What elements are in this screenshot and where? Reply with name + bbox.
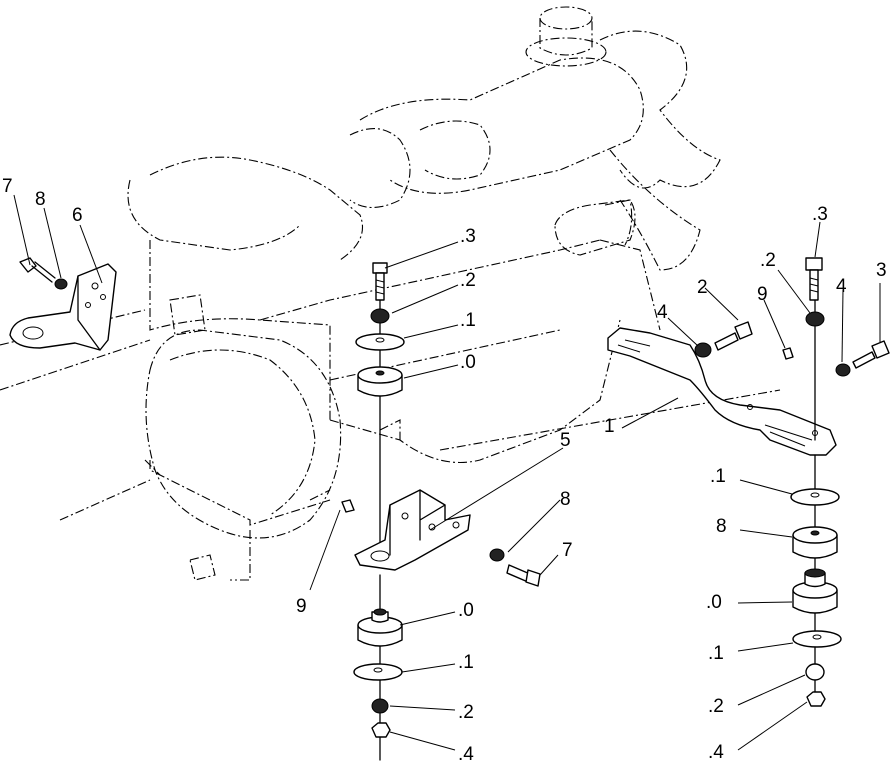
callout-right-4b: 4 (836, 276, 847, 297)
callout-right-0: .0 (706, 592, 722, 613)
pin-right (782, 347, 794, 360)
bolt-centre-bracket (506, 564, 541, 587)
callout-right-1b: .1 (708, 643, 724, 664)
cushion-right-8 (792, 526, 838, 559)
washer-right-1a (790, 488, 840, 506)
bolt-right-top (805, 257, 823, 301)
callout-mid-7: 7 (562, 540, 573, 561)
callout-left-7: 7 (2, 176, 13, 197)
right-support-bar (607, 327, 837, 456)
callout-low-1: .1 (458, 652, 474, 673)
callout-low-2: .2 (458, 702, 474, 723)
callout-labels: 7 8 6 .3 .2 .1 .0 5 8 7 9 .0 .1 .2 .4 .3… (2, 176, 887, 765)
centre-lower-stack (353, 574, 403, 761)
right-upper-fasteners (694, 257, 890, 441)
callout-low-0: .0 (458, 600, 474, 621)
callout-right-1: 1 (604, 416, 615, 437)
nut-centre-top (370, 308, 390, 324)
callout-mid-3: .3 (460, 226, 476, 247)
washer-centre-bottom (353, 663, 403, 681)
callout-mid-9: 9 (296, 596, 307, 617)
nut-right-4c (806, 691, 826, 707)
leader-lines (13, 194, 881, 751)
centre-bracket (341, 489, 541, 587)
nut-right-top (805, 311, 825, 327)
callout-right-3b: 3 (876, 260, 887, 281)
bolt-left (19, 257, 56, 283)
callout-right-2a: .2 (760, 250, 776, 271)
callout-mid-8: 8 (560, 489, 571, 510)
bolt-right-2 (714, 321, 753, 351)
nut-centre-bottom-a (371, 698, 389, 714)
callout-right-9: 9 (757, 284, 768, 305)
washer-right-4a (694, 342, 712, 358)
left-mount-bracket-group (9, 257, 117, 351)
washer-centre-top (355, 333, 405, 351)
pin-centre (341, 499, 355, 513)
bolt-right-3 (852, 340, 890, 369)
callout-right-2b: 2 (697, 277, 708, 298)
callout-mid-1: .1 (460, 310, 476, 331)
callout-mid-2: .2 (460, 270, 476, 291)
cushion-right-0 (792, 568, 838, 614)
washer-right-4b (835, 363, 851, 377)
engine-phantom-outline (0, 6, 781, 581)
callout-mid-5: 5 (560, 430, 571, 451)
nut-centre-bottom-b (371, 722, 391, 738)
callout-left-6: 6 (72, 205, 83, 226)
callout-left-8: 8 (35, 189, 46, 210)
callout-right-2c: .2 (708, 696, 724, 717)
right-lower-stack (790, 454, 842, 707)
centre-upper-stack (355, 262, 405, 546)
callout-right-8: 8 (716, 516, 727, 537)
callout-right-1a: .1 (710, 466, 726, 487)
cushion-centre-bottom (357, 608, 403, 647)
callout-mid-0: .0 (460, 352, 476, 373)
cushion-centre-top (357, 366, 403, 397)
callout-right-4c: .4 (708, 742, 724, 763)
washer-centre-bracket (489, 548, 505, 562)
washer-right-1b (792, 630, 842, 648)
callout-right-4a: 4 (657, 302, 668, 323)
callout-low-4: .4 (458, 744, 474, 765)
nut-right-2c (805, 663, 825, 681)
callout-right-3a: .3 (812, 204, 828, 225)
bracket-left (9, 263, 117, 351)
washer-left (54, 278, 68, 290)
bolt-centre-top (372, 262, 388, 301)
